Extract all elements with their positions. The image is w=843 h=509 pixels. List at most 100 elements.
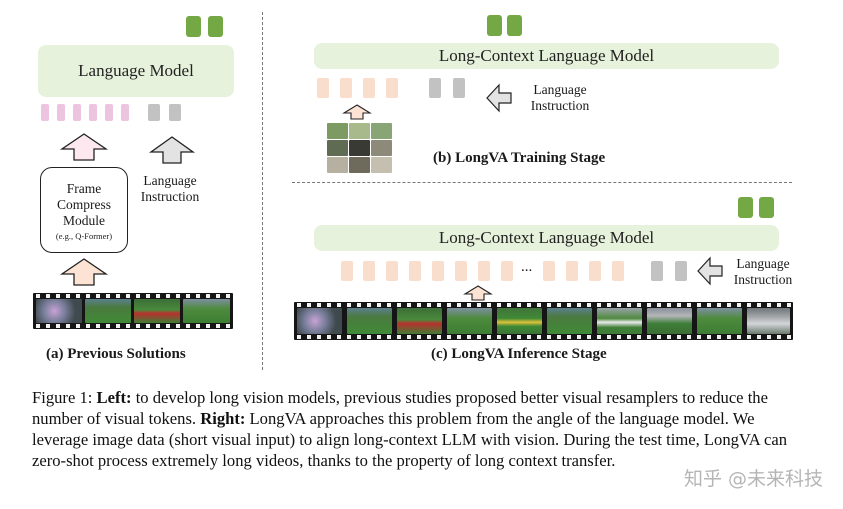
up-arrow-icon: [463, 285, 493, 301]
compress-line: Compress: [57, 197, 111, 212]
panel-caption: (b) LongVA Training Stage: [433, 150, 606, 166]
long-context-lm-label: Long-Context Language Model: [438, 46, 655, 65]
output-token: [759, 197, 774, 218]
film-perforation: [33, 324, 233, 328]
up-arrow-icon: [148, 136, 196, 164]
long-context-lm-box: Long-Context Language Model: [314, 43, 779, 69]
instruction-line: Instruction: [733, 272, 793, 287]
instruction-line: Instruction: [530, 98, 590, 113]
text-token: [453, 78, 465, 98]
output-token: [487, 15, 502, 36]
video-frame: [85, 299, 131, 323]
long-context-lm-label: Long-Context Language Model: [438, 228, 655, 247]
video-filmstrip: [33, 293, 233, 329]
video-frame: [397, 308, 442, 334]
up-arrow-icon: [59, 258, 109, 286]
vertical-divider: [262, 12, 263, 370]
compress-line: Frame: [66, 181, 102, 196]
language-model-box: Language Model: [38, 45, 234, 97]
video-frame: [183, 299, 230, 323]
text-token: [169, 104, 181, 121]
right-bold: Right:: [200, 409, 246, 428]
text-token: [675, 261, 687, 281]
visual-token: [612, 261, 624, 281]
video-frame: [134, 299, 180, 323]
video-frame: [647, 308, 692, 334]
video-frame: [747, 308, 790, 334]
image-tile: [349, 123, 370, 139]
figure-caption: Figure 1: Left: to develop long vision m…: [32, 387, 812, 471]
visual-token: [478, 261, 490, 281]
long-context-lm-box: Long-Context Language Model: [314, 225, 779, 251]
output-token: [507, 15, 522, 36]
language-instruction-label: Language Instruction: [722, 256, 804, 288]
video-frame: [497, 308, 542, 334]
visual-token: [121, 104, 129, 121]
watermark: 知乎 @未来科技: [683, 468, 823, 490]
image-tile: [327, 157, 348, 173]
visual-token: [73, 104, 81, 121]
left-bold: Left:: [96, 388, 132, 407]
visual-token: [57, 104, 65, 121]
compress-note: (e.g., Q-Former): [55, 231, 113, 241]
up-arrow-icon: [59, 133, 109, 161]
visual-token: [105, 104, 113, 121]
figure-label: Figure 1:: [32, 388, 97, 407]
horizontal-divider: [292, 182, 792, 183]
film-perforation: [294, 335, 793, 339]
visual-token: [41, 104, 49, 121]
text-token: [429, 78, 441, 98]
image-tile: [371, 140, 392, 156]
text-token: [148, 104, 160, 121]
video-frame: [697, 308, 742, 334]
instruction-line: Language: [143, 173, 197, 188]
compress-line: Module: [63, 213, 105, 228]
video-frame: [547, 308, 592, 334]
visual-token: [89, 104, 97, 121]
language-model-label: Language Model: [78, 61, 194, 80]
panel-caption: (a) Previous Solutions: [46, 346, 186, 362]
visual-token: [566, 261, 578, 281]
frame-compress-module: Frame Compress Module (e.g., Q-Former): [40, 167, 128, 253]
image-tile: [371, 123, 392, 139]
up-arrow-icon: [342, 104, 372, 120]
visual-token: [340, 78, 352, 98]
visual-token: [432, 261, 444, 281]
video-frame: [347, 308, 392, 334]
visual-token: [409, 261, 421, 281]
output-token: [208, 16, 223, 37]
output-token: [738, 197, 753, 218]
image-tile: [349, 157, 370, 173]
visual-token: [589, 261, 601, 281]
instruction-line: Instruction: [140, 189, 200, 204]
visual-token: [317, 78, 329, 98]
instruction-line: Language: [736, 256, 790, 271]
video-frame: [597, 308, 642, 334]
visual-token: [386, 261, 398, 281]
left-text: to develop long vision models, previous …: [32, 388, 768, 428]
video-frame: [297, 308, 342, 334]
right-text: LongVA approaches this problem from the …: [32, 409, 788, 470]
image-tile: [371, 157, 392, 173]
language-instruction-label: Language Instruction: [518, 82, 602, 114]
image-tile: [349, 140, 370, 156]
language-instruction-label: Language Instruction: [132, 173, 208, 205]
video-filmstrip: [294, 302, 793, 340]
visual-token: [363, 78, 375, 98]
video-frame: [36, 299, 82, 323]
image-tile: [327, 123, 348, 139]
video-frame: [447, 308, 492, 334]
film-perforation: [294, 303, 793, 307]
visual-token: [543, 261, 555, 281]
visual-token: [341, 261, 353, 281]
visual-token: [455, 261, 467, 281]
training-image: [327, 123, 392, 173]
text-token: [651, 261, 663, 281]
visual-token: [501, 261, 513, 281]
left-arrow-icon: [697, 256, 723, 286]
instruction-line: Language: [533, 82, 587, 97]
ellipsis: ...: [521, 259, 533, 275]
visual-token: [386, 78, 398, 98]
panel-caption: (c) LongVA Inference Stage: [431, 346, 607, 362]
output-token: [186, 16, 201, 37]
